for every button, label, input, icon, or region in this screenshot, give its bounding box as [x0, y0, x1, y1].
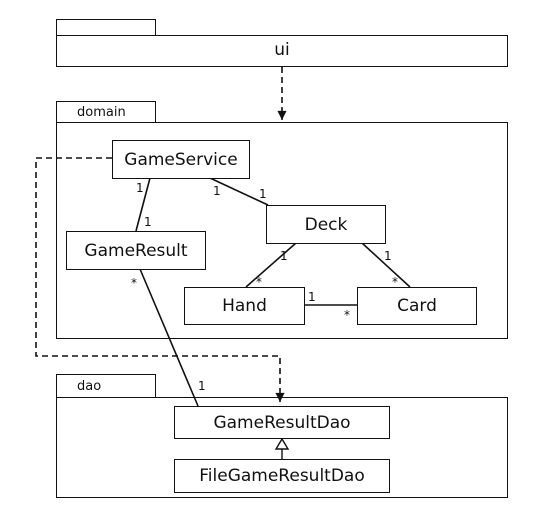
realization-triangle — [274, 437, 290, 450]
gameresult-dao-association — [139, 268, 199, 407]
gameservice-gameresult-association — [135, 177, 151, 232]
class-hand: Hand — [184, 287, 305, 325]
mult-gameservice-deck-dst: 1 — [259, 187, 267, 201]
mult-hand-card-src: 1 — [308, 290, 316, 304]
mult-gameservice-gameresult-src: 1 — [136, 181, 144, 195]
class-gameresult: GameResult — [66, 231, 206, 270]
mult-hand-card-dst: * — [344, 308, 350, 322]
ui-package — [56, 35, 508, 67]
mult-gameresult-dao-dst: 1 — [198, 379, 206, 393]
mult-deck-hand-dst: * — [256, 275, 262, 289]
mult-deck-hand-src: 1 — [280, 249, 288, 263]
deck-hand-association — [245, 242, 297, 288]
ui-package-name: ui — [274, 40, 290, 60]
mult-gameresult-dao-src: * — [131, 276, 137, 290]
dao-package-tab: dao — [56, 374, 156, 398]
mult-deck-card-dst: * — [392, 275, 398, 289]
class-gameresultdao: GameResultDao — [174, 406, 390, 439]
gameservice-deck-association — [209, 177, 269, 206]
domain-package — [56, 122, 508, 339]
class-gameservice: GameService — [112, 140, 250, 179]
mult-gameservice-gameresult-dst: 1 — [144, 215, 152, 229]
gameservice-dao-dependency — [35, 157, 285, 402]
deck-card-association — [361, 242, 411, 288]
class-deck: Deck — [266, 205, 386, 244]
class-card: Card — [357, 287, 477, 325]
mult-gameservice-deck-src: 1 — [213, 184, 221, 198]
mult-deck-card-src: 1 — [384, 249, 392, 263]
class-filegameresultdao: FileGameResultDao — [174, 459, 390, 493]
